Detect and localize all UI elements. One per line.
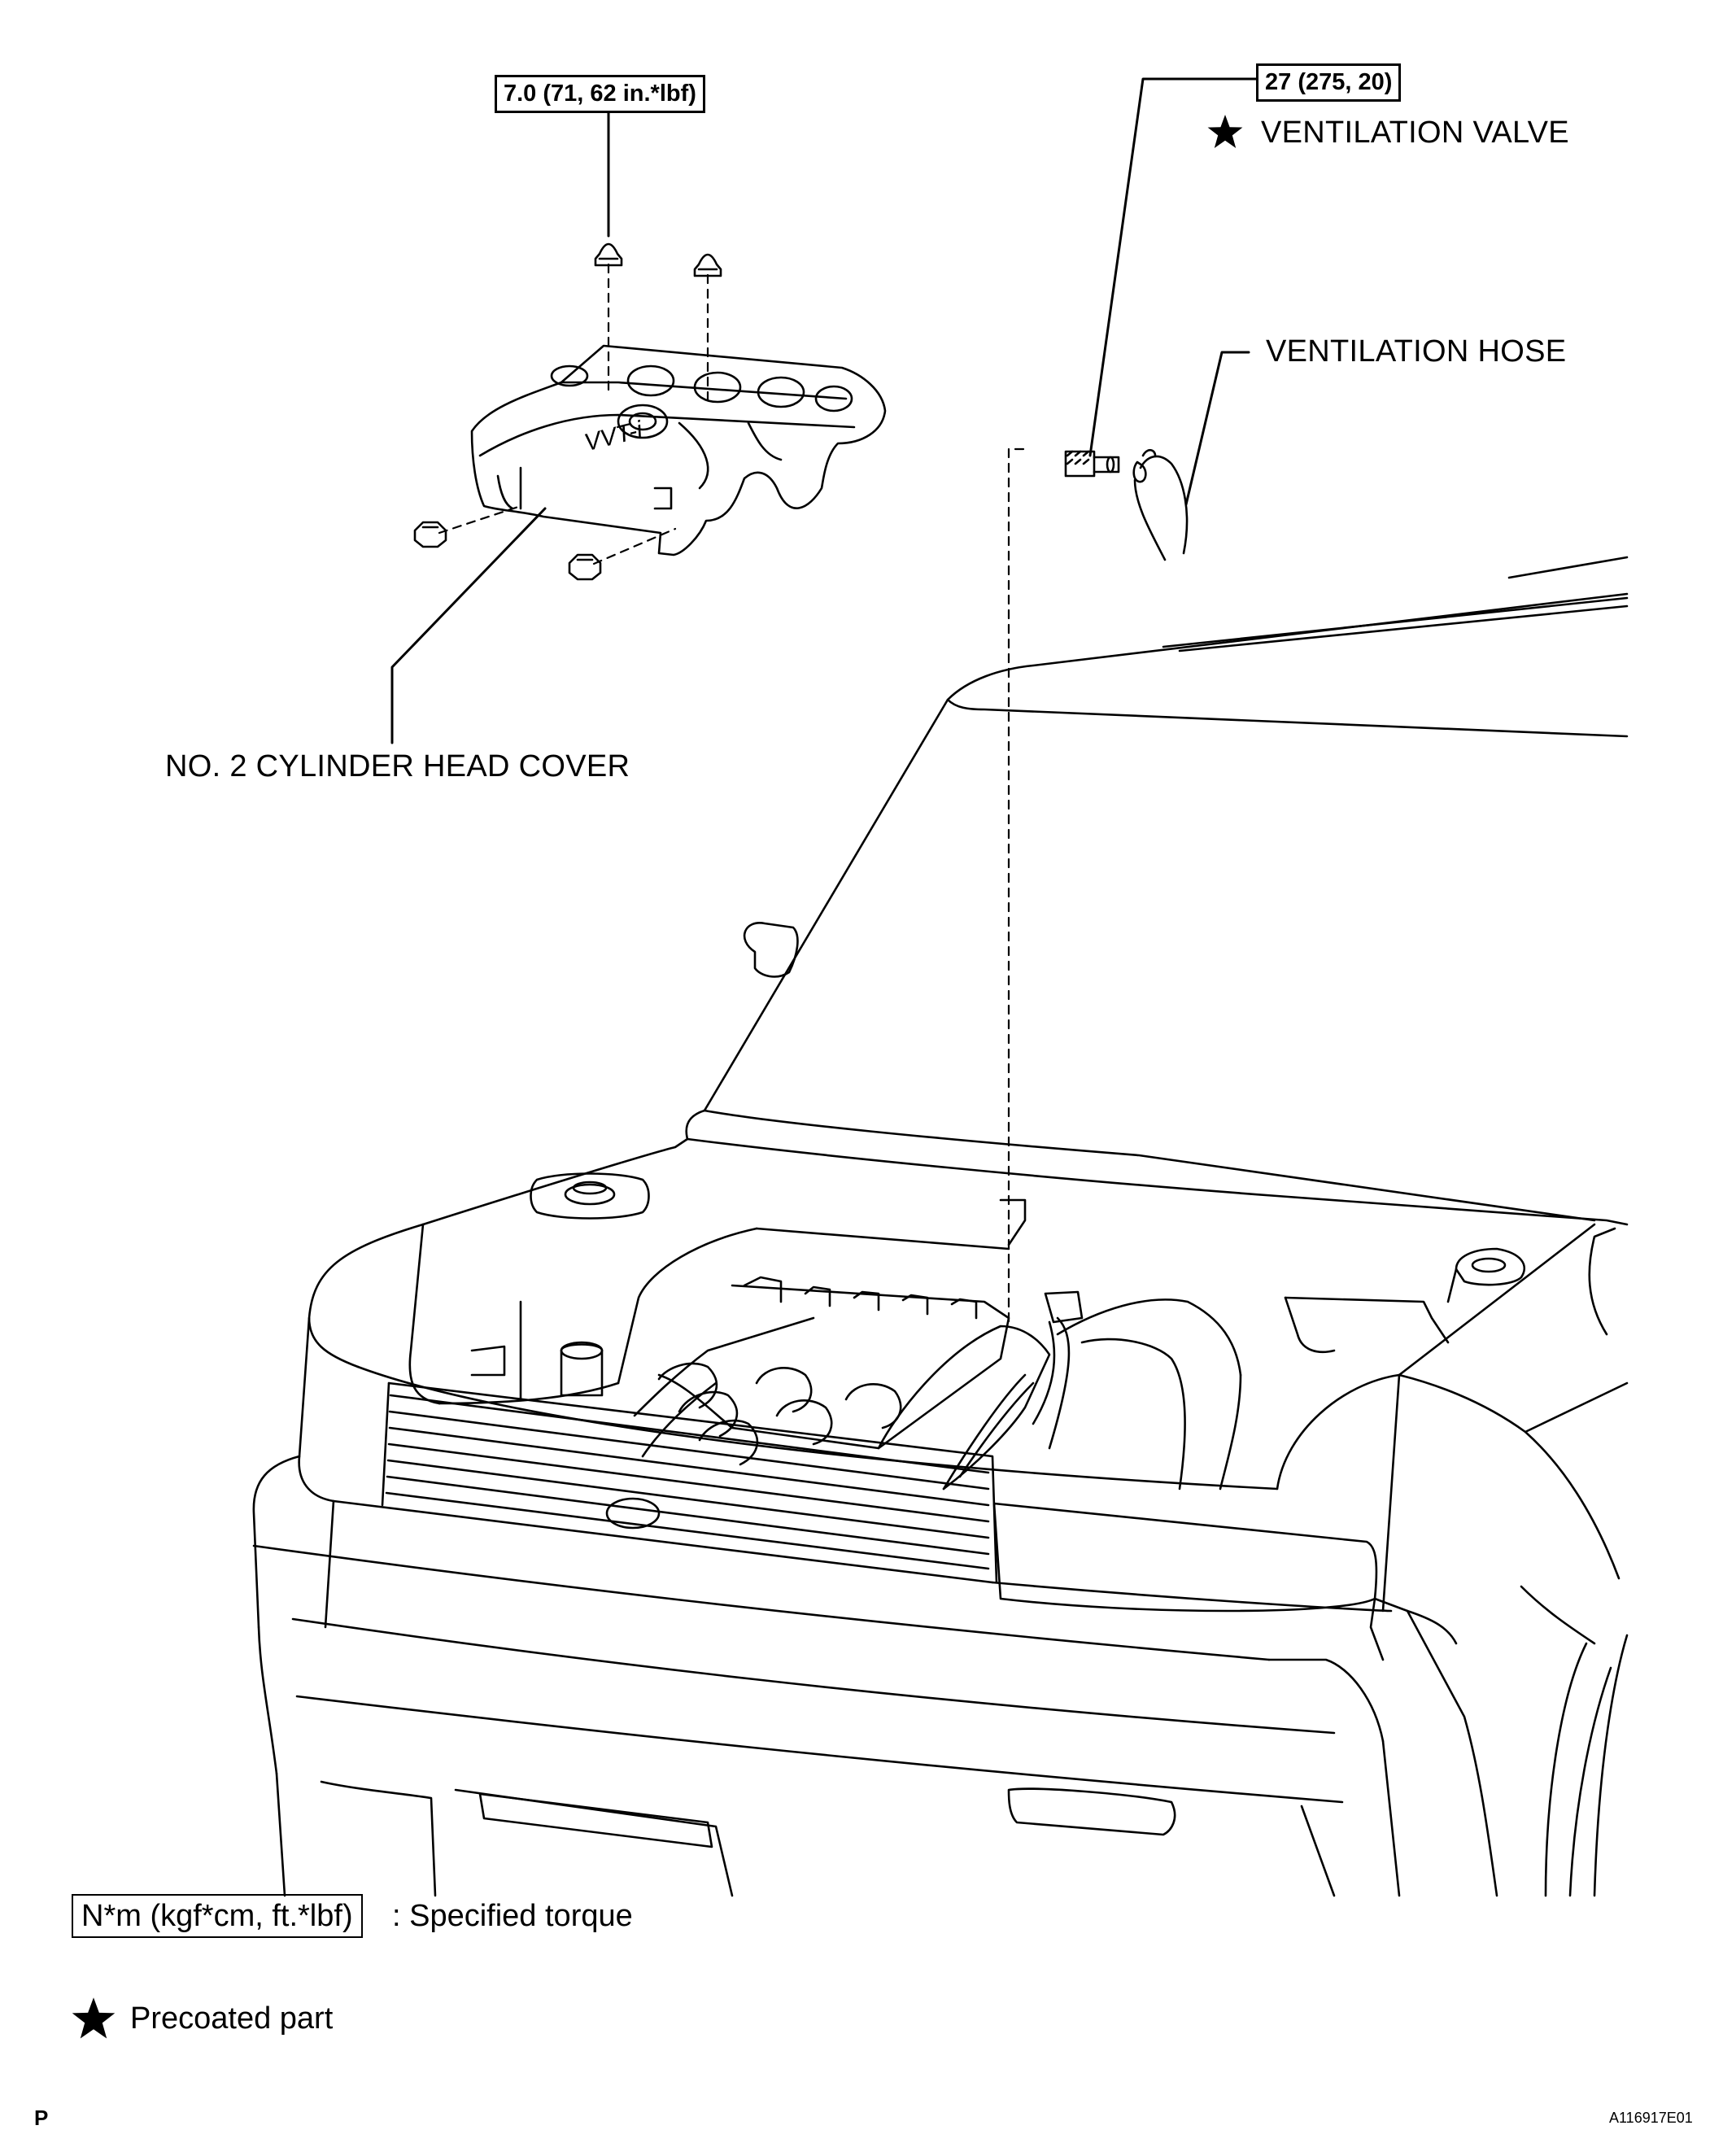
nut-icon xyxy=(568,553,602,581)
nut-icon xyxy=(413,521,447,548)
nut-icon xyxy=(594,242,623,267)
leader-lines xyxy=(390,77,1258,744)
vehicle-front-view xyxy=(252,556,1629,1897)
assembly-dashed-lines xyxy=(438,263,1025,1329)
ventilation-hose xyxy=(1132,448,1189,561)
page-mark: P xyxy=(34,2106,49,2130)
torque-label-cover-nuts: 7.0 (71, 62 in.*lbf) xyxy=(495,75,705,113)
legend-precoated-description: Precoated part xyxy=(130,2001,334,2036)
nut-icon xyxy=(693,253,722,277)
legend-torque-description: : Specified torque xyxy=(392,1899,633,1933)
star-icon xyxy=(72,1997,116,2039)
callout-ventilation-valve: VENTILATION VALVE xyxy=(1261,116,1569,150)
callout-cylinder-head-cover: NO. 2 CYLINDER HEAD COVER xyxy=(165,749,630,783)
cylinder-head-cover xyxy=(470,344,887,556)
legend-torque-unit-box: N*m (kgf*cm, ft.*lbf) xyxy=(72,1894,363,1938)
torque-label-ventilation-valve: 27 (275, 20) xyxy=(1256,63,1402,102)
callout-ventilation-hose: VENTILATION HOSE xyxy=(1266,334,1567,369)
figure-code: A116917E01 xyxy=(1609,2110,1693,2126)
ventilation-valve-icon xyxy=(1064,450,1120,478)
star-icon xyxy=(1207,115,1243,148)
